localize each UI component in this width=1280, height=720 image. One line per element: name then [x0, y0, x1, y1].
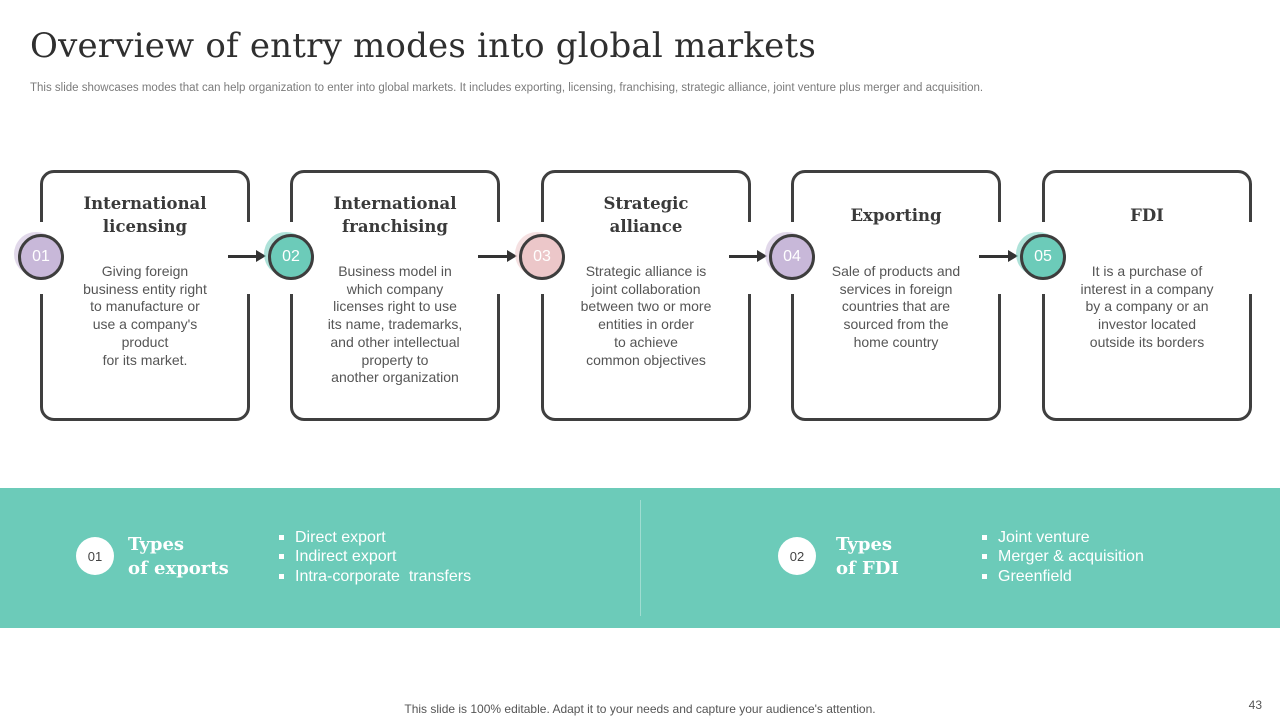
- step-number-badge: 02: [268, 234, 314, 280]
- footer-note: This slide is 100% editable. Adapt it to…: [404, 702, 876, 716]
- step-description: It is a purchase of interest in a compan…: [1080, 263, 1214, 350]
- step-card: [541, 170, 751, 421]
- card-border-gap: [744, 222, 756, 294]
- step-description: Strategic alliance is joint collaboratio…: [580, 263, 712, 368]
- type-list-item: Merger & acquisition: [980, 547, 1144, 566]
- arrow-connector: [979, 255, 1008, 258]
- step-card: [791, 170, 1001, 421]
- step-card: [290, 170, 500, 421]
- card-border-gap: [1245, 222, 1257, 294]
- step-title: International licensing: [83, 194, 207, 236]
- arrow-connector: [228, 255, 256, 258]
- arrow-connector: [478, 255, 507, 258]
- step-number-badge: 04: [769, 234, 815, 280]
- arrow-connector: [729, 255, 757, 258]
- type-title: Types of exports: [128, 534, 229, 579]
- card-border-gap: [994, 222, 1006, 294]
- step-number-badge: 01: [18, 234, 64, 280]
- card-border-gap: [493, 222, 505, 294]
- card-border-gap: [243, 222, 255, 294]
- arrow-right-icon: [1008, 250, 1018, 262]
- page-subtitle: This slide showcases modes that can help…: [30, 82, 984, 94]
- arrow-right-icon: [507, 250, 517, 262]
- step-card: [40, 170, 250, 421]
- step-number-badge: 05: [1020, 234, 1066, 280]
- step-title: Exporting: [850, 205, 942, 225]
- step-description: Sale of products and services in foreign…: [831, 263, 961, 350]
- band-divider: [640, 500, 641, 616]
- type-number-badge: 01: [76, 537, 114, 575]
- type-list-item: Indirect export: [277, 547, 471, 566]
- page-title: Overview of entry modes into global mark…: [30, 26, 816, 66]
- step-title: Strategic alliance: [603, 194, 689, 236]
- type-list-item: Direct export: [277, 528, 471, 547]
- type-list-item: Intra-corporate transfers: [277, 567, 471, 586]
- arrow-right-icon: [256, 250, 266, 262]
- type-list-item: Joint venture: [980, 528, 1144, 547]
- step-description: Giving foreign business entity right to …: [83, 263, 207, 368]
- type-title: Types of FDI: [836, 534, 899, 579]
- page-number: 43: [1248, 698, 1262, 712]
- type-list-item: Greenfield: [980, 567, 1144, 586]
- step-number-badge: 03: [519, 234, 565, 280]
- arrow-right-icon: [757, 250, 767, 262]
- step-title: FDI: [1130, 205, 1164, 225]
- step-title: International franchising: [333, 194, 457, 236]
- type-number-badge: 02: [778, 537, 816, 575]
- types-band: [0, 488, 1280, 628]
- step-card: [1042, 170, 1252, 421]
- step-description: Business model in which company licenses…: [327, 263, 463, 386]
